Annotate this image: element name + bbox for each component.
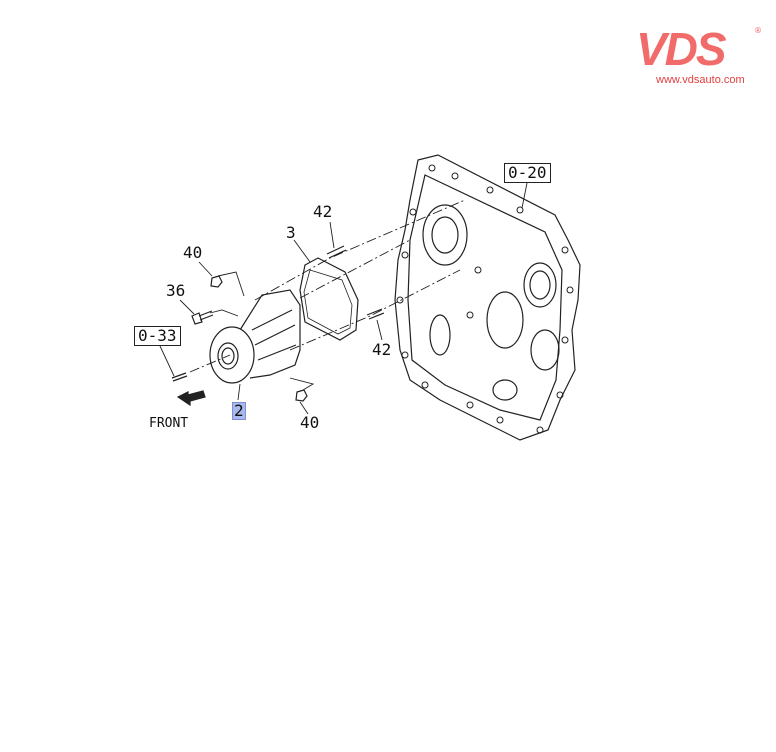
nut-40-top [210, 275, 223, 288]
front-label: FRONT [149, 416, 189, 431]
callout-part-2[interactable]: 2 [232, 401, 246, 420]
bolt-36 [191, 310, 214, 325]
callout-ref-0-33[interactable]: 0-33 [134, 326, 181, 346]
logo-brand: VDS [636, 23, 727, 75]
nut-40-bottom [295, 389, 308, 402]
gasket [299, 257, 359, 341]
stud-42-top [326, 245, 347, 259]
logo-registered: ® [754, 26, 762, 35]
callout-ref-0-20[interactable]: 0-20 [504, 163, 551, 183]
callout-part-40-top[interactable]: 40 [183, 243, 203, 262]
gear-case-housing [394, 154, 581, 441]
callout-part-42-right[interactable]: 42 [372, 340, 392, 359]
water-pump [209, 289, 301, 384]
callout-part-42-top[interactable]: 42 [313, 202, 333, 221]
stud-42-right [366, 308, 385, 320]
front-arrow-icon [176, 390, 206, 407]
vds-logo: VDS ® www.vdsauto.com [636, 26, 766, 92]
stud-0-33 [171, 372, 188, 382]
callout-part-40-bottom[interactable]: 40 [300, 413, 320, 432]
logo-url: www.vdsauto.com [656, 74, 745, 86]
callout-part-36[interactable]: 36 [166, 281, 186, 300]
callout-part-3[interactable]: 3 [286, 223, 296, 242]
